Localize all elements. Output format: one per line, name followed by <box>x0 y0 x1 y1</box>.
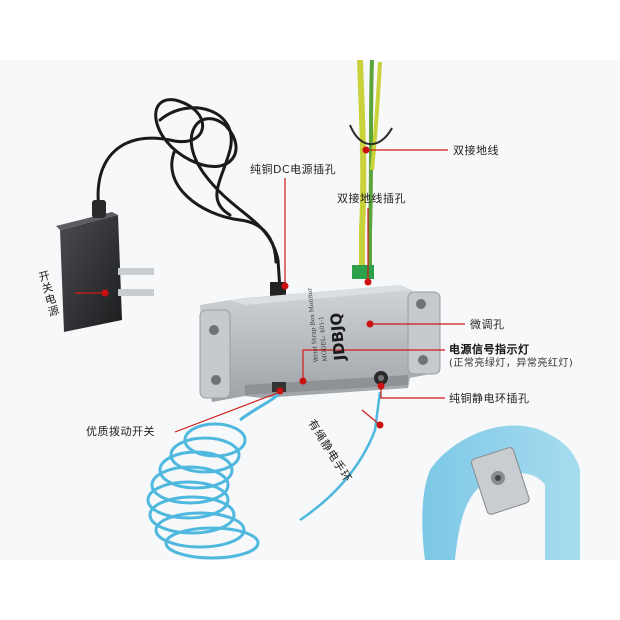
brand-logo: JDBJQ <box>327 312 349 362</box>
callout-dual-ground-jack: 双接地线插孔 <box>337 192 406 205</box>
callout-adjust-hole: 微调孔 <box>470 318 505 331</box>
power-adapter <box>56 200 154 332</box>
callout-toggle-switch: 优质拨动开关 <box>86 425 155 438</box>
wrist-strap <box>422 425 580 560</box>
device-line2: MODEL: 401-1 <box>318 316 329 362</box>
callout-dc-power-jack: 纯铜DC电源插孔 <box>250 163 337 176</box>
callout-dual-ground-wire: 双接地线 <box>453 144 499 157</box>
callout-indicator-note: (正常亮绿灯，异常亮红灯) <box>449 358 574 369</box>
callout-lines <box>75 149 465 433</box>
callout-dots <box>101 146 385 429</box>
callout-indicator-light: 电源信号指示灯 <box>449 343 530 356</box>
coil-cord <box>146 391 382 560</box>
device-brand: JDBJQ <box>327 312 349 362</box>
dc-cable <box>96 98 282 292</box>
monitor-device <box>199 285 441 402</box>
callout-static-ring-jack: 纯铜静电环插孔 <box>449 392 530 405</box>
